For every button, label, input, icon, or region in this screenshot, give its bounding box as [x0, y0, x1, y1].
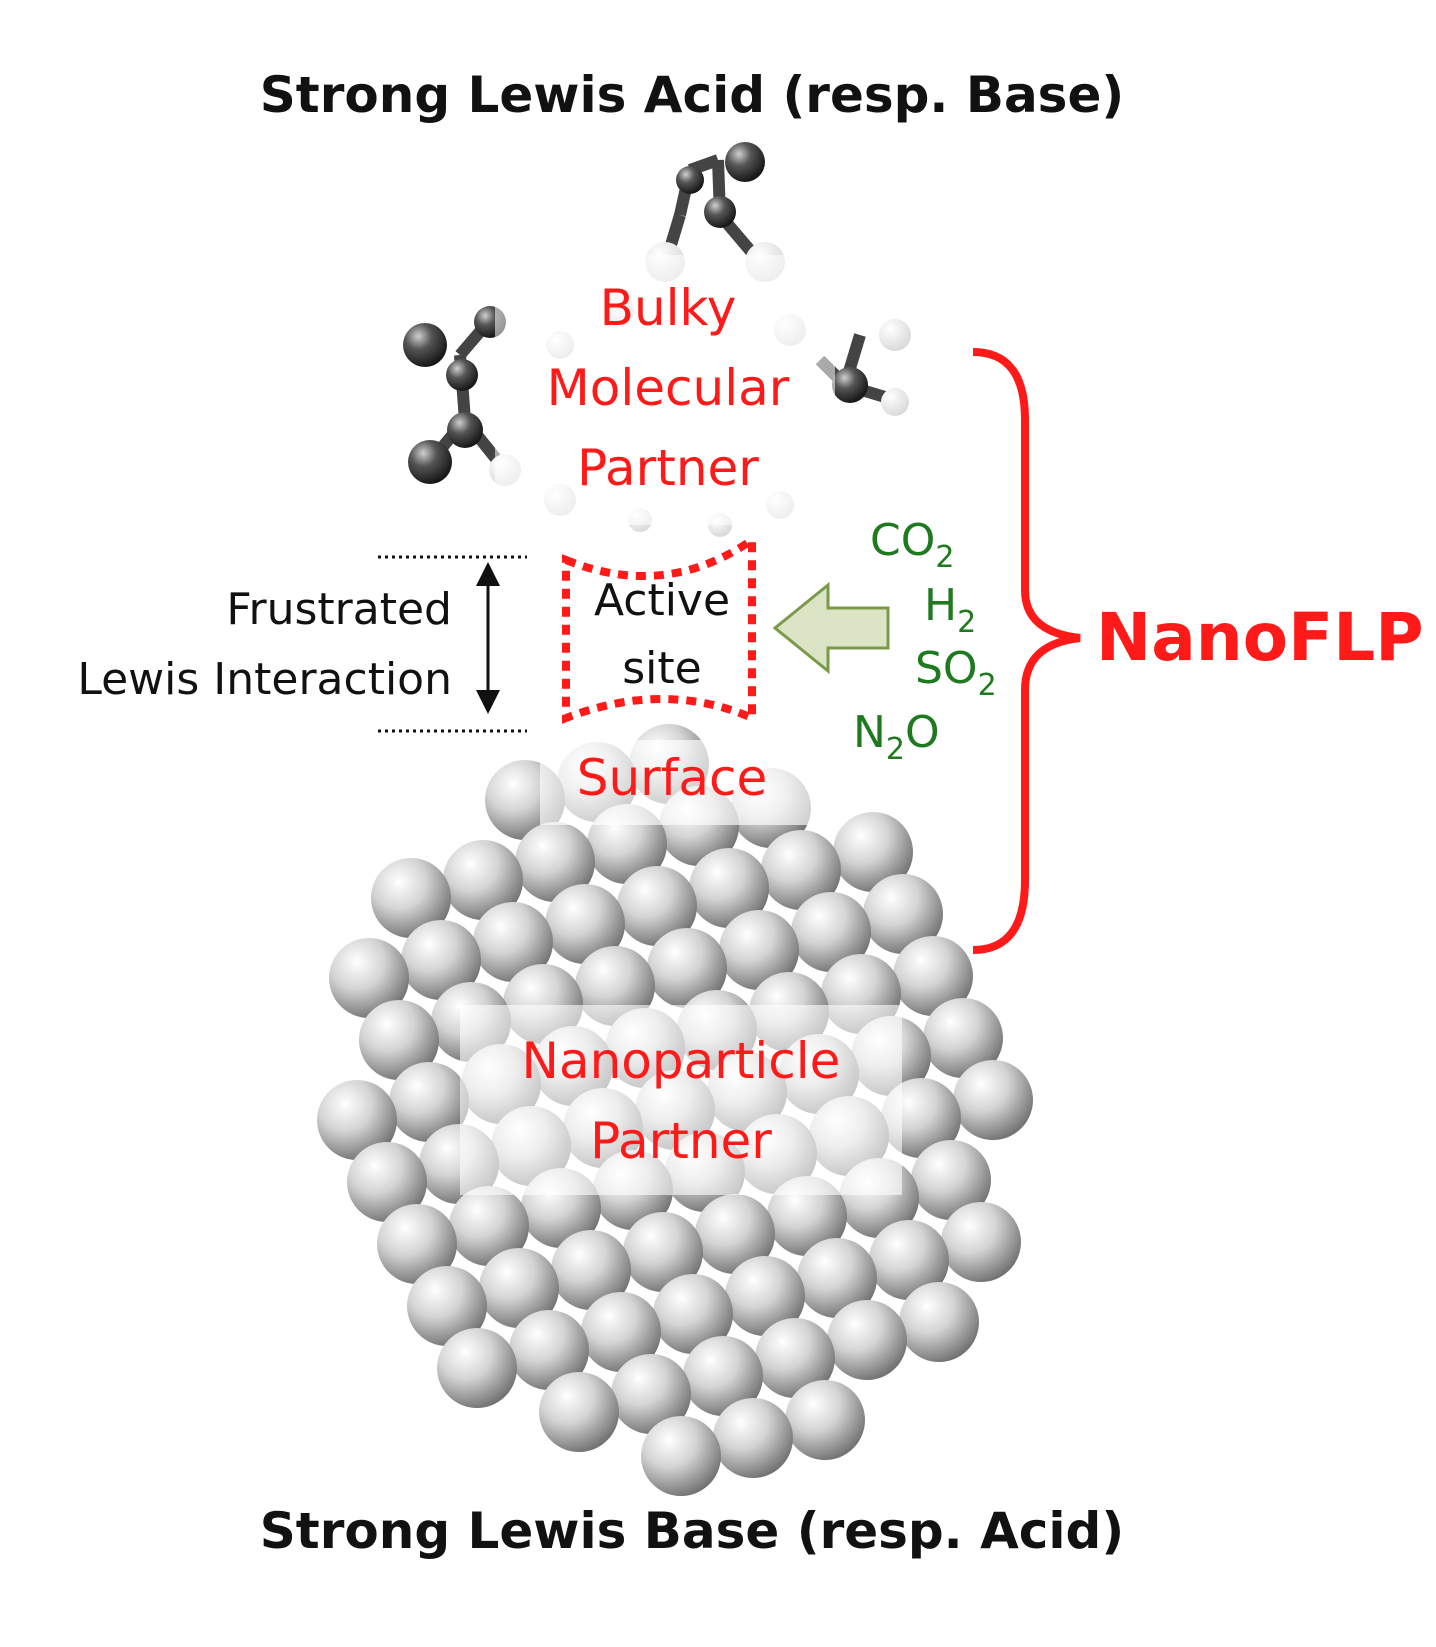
atom-sphere — [449, 1186, 529, 1266]
atom-sphere — [623, 1212, 703, 1292]
molecular-partner-line-1: Bulky — [600, 279, 737, 337]
active-site-box — [562, 532, 756, 725]
molecule-label-bg — [495, 255, 835, 525]
atom-sphere — [833, 812, 913, 892]
atom-sphere — [317, 1080, 397, 1160]
atom-sphere — [551, 1230, 631, 1310]
atom-sphere — [869, 1220, 949, 1300]
nanoparticle-partner-line-1: Nanoparticle — [522, 1032, 841, 1090]
atom-sphere — [359, 1000, 439, 1080]
nanoflp-brace — [972, 348, 1081, 954]
molecule-atom — [881, 388, 909, 416]
nanoflp-label: NanoFLP — [1096, 599, 1424, 676]
atom-sphere — [827, 1300, 907, 1380]
interaction-label-line-1: Frustrated — [226, 584, 452, 635]
atom-sphere — [473, 902, 553, 982]
atom-sphere — [443, 840, 523, 920]
molecule-atom — [676, 166, 704, 194]
atom-sphere — [509, 1310, 589, 1390]
atom-sphere — [515, 822, 595, 902]
molecular-partner-line-3: Partner — [577, 439, 759, 497]
atom-sphere — [791, 892, 871, 972]
atom-sphere — [911, 1140, 991, 1220]
molecular-partner-line-2: Molecular — [547, 359, 790, 417]
gas-so2: SO2 — [915, 643, 997, 703]
active-site-line-2: site — [622, 643, 701, 694]
atom-sphere — [581, 1292, 661, 1372]
atom-sphere — [329, 938, 409, 1018]
molecule-atom — [725, 142, 765, 182]
atom-sphere — [617, 866, 697, 946]
atom-sphere — [893, 936, 973, 1016]
atom-sphere — [767, 1176, 847, 1256]
nanoparticle-label-bg — [460, 1005, 902, 1195]
atom-sphere — [539, 1372, 619, 1452]
atom-sphere — [437, 1328, 517, 1408]
surface-label: Surface — [577, 749, 767, 807]
atom-sphere — [479, 1248, 559, 1328]
atom-sphere — [797, 1238, 877, 1318]
title-top: Strong Lewis Acid (resp. Base) — [260, 66, 1124, 124]
atom-sphere — [347, 1142, 427, 1222]
atom-sphere — [407, 1266, 487, 1346]
atom-sphere — [377, 1204, 457, 1284]
atom-sphere — [611, 1354, 691, 1434]
atom-sphere — [953, 1060, 1033, 1140]
atom-sphere — [389, 1062, 469, 1142]
atom-sphere — [785, 1380, 865, 1460]
atom-sphere — [695, 1194, 775, 1274]
atom-sphere — [725, 1256, 805, 1336]
surface-label-bg — [540, 740, 815, 825]
double-arrow-icon — [476, 562, 500, 714]
molecule-atom — [446, 359, 478, 391]
molecule-atom — [403, 323, 447, 367]
molecule-atom — [408, 440, 452, 484]
active-site-line-1: Active — [594, 575, 730, 626]
title-bottom: Strong Lewis Base (resp. Acid) — [260, 1502, 1124, 1560]
atom-sphere — [863, 874, 943, 954]
atom-sphere — [653, 1274, 733, 1354]
molecule-atom — [832, 367, 868, 403]
atom-sphere — [545, 884, 625, 964]
gas-co2: CO2 — [870, 515, 954, 575]
atom-sphere — [923, 998, 1003, 1078]
molecule-atom — [704, 196, 736, 228]
interaction-label-line-2: Lewis Interaction — [77, 654, 452, 705]
atom-sphere — [761, 830, 841, 910]
atom-sphere — [683, 1336, 763, 1416]
atom-sphere — [689, 848, 769, 928]
molecule-atom — [447, 412, 483, 448]
nanoparticle-partner-line-2: Partner — [590, 1112, 772, 1170]
gas-n2o: N2O — [853, 707, 940, 767]
atom-sphere — [401, 920, 481, 1000]
atom-sphere — [641, 1416, 721, 1496]
atom-sphere — [647, 928, 727, 1008]
gas-h2: H2 — [924, 580, 976, 640]
atom-sphere — [941, 1202, 1021, 1282]
molecule-atom — [879, 319, 911, 351]
atom-sphere — [371, 858, 451, 938]
atom-sphere — [755, 1318, 835, 1398]
gas-inflow-arrow-icon — [772, 581, 890, 675]
atom-sphere — [899, 1282, 979, 1362]
atom-sphere — [713, 1398, 793, 1478]
atom-sphere — [719, 910, 799, 990]
